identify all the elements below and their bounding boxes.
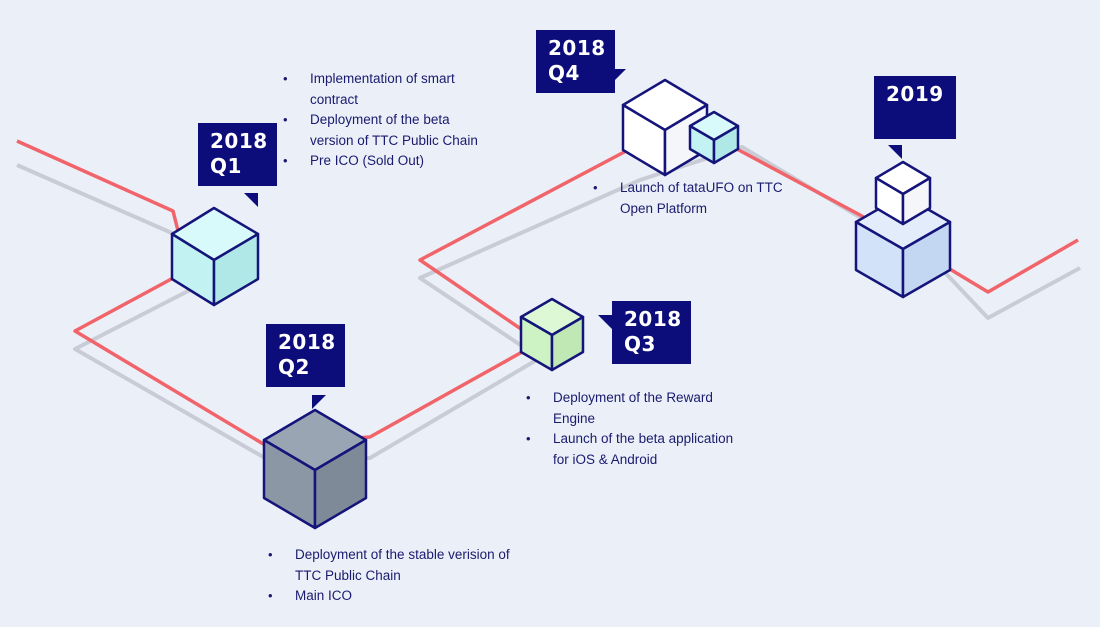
milestone-tag-2019: 2019	[874, 76, 956, 139]
cube-q2-right	[313, 438, 368, 530]
milestone-tag-q2: 2018 Q2	[266, 324, 345, 387]
note-item: Launch of the beta application for iOS &…	[520, 429, 750, 470]
tag-tail-q3	[598, 315, 612, 329]
cube-q2	[262, 408, 368, 530]
cube-q3-right	[550, 315, 585, 372]
note-item: Deployment of the Reward Engine	[520, 388, 750, 429]
milestone-quarter: Q3	[624, 332, 656, 356]
milestone-notes-q1: Implementation of smart contract Deploym…	[277, 69, 487, 172]
milestone-quarter: Q1	[210, 154, 242, 178]
note-item: Launch of tataUFO on TTC Open Platform	[587, 178, 787, 219]
note-item: Implementation of smart contract	[277, 69, 487, 110]
milestone-quarter: Q2	[278, 355, 310, 379]
cube-2019-small-right	[901, 176, 932, 226]
tag-tail-q2	[312, 395, 326, 409]
milestone-year: 2018	[548, 36, 606, 60]
cube-2019-small	[874, 160, 932, 226]
cube-q1-right	[212, 232, 260, 307]
milestone-tag-q3: 2018 Q3	[612, 301, 691, 364]
milestone-notes-q2: Deployment of the stable verision of TTC…	[262, 545, 522, 607]
milestone-tag-q4: 2018 Q4	[536, 30, 615, 93]
milestone-year: 2018	[210, 129, 268, 153]
note-item: Pre ICO (Sold Out)	[277, 151, 487, 172]
milestone-quarter: Q4	[548, 61, 580, 85]
milestone-notes-q4: Launch of tataUFO on TTC Open Platform	[587, 178, 787, 219]
note-item: Main ICO	[262, 586, 522, 607]
tag-tail-q1	[244, 193, 258, 207]
milestone-quarter	[886, 107, 944, 132]
milestone-year: 2019	[886, 82, 944, 106]
tag-tail-q4	[612, 69, 626, 83]
milestone-year: 2018	[278, 330, 336, 354]
note-item: Deployment of the stable verision of TTC…	[262, 545, 522, 586]
milestone-notes-q3: Deployment of the Reward Engine Launch o…	[520, 388, 750, 470]
cube-q4-small-right	[712, 124, 740, 165]
tag-tail-2019	[888, 145, 902, 159]
cube-q4-small	[688, 110, 740, 165]
cube-q1	[170, 206, 260, 307]
note-item: Deployment of the beta version of TTC Pu…	[277, 110, 487, 151]
milestone-tag-q1: 2018 Q1	[198, 123, 277, 186]
cube-q3	[519, 297, 585, 372]
milestone-year: 2018	[624, 307, 682, 331]
cube-2019-right	[901, 220, 952, 299]
